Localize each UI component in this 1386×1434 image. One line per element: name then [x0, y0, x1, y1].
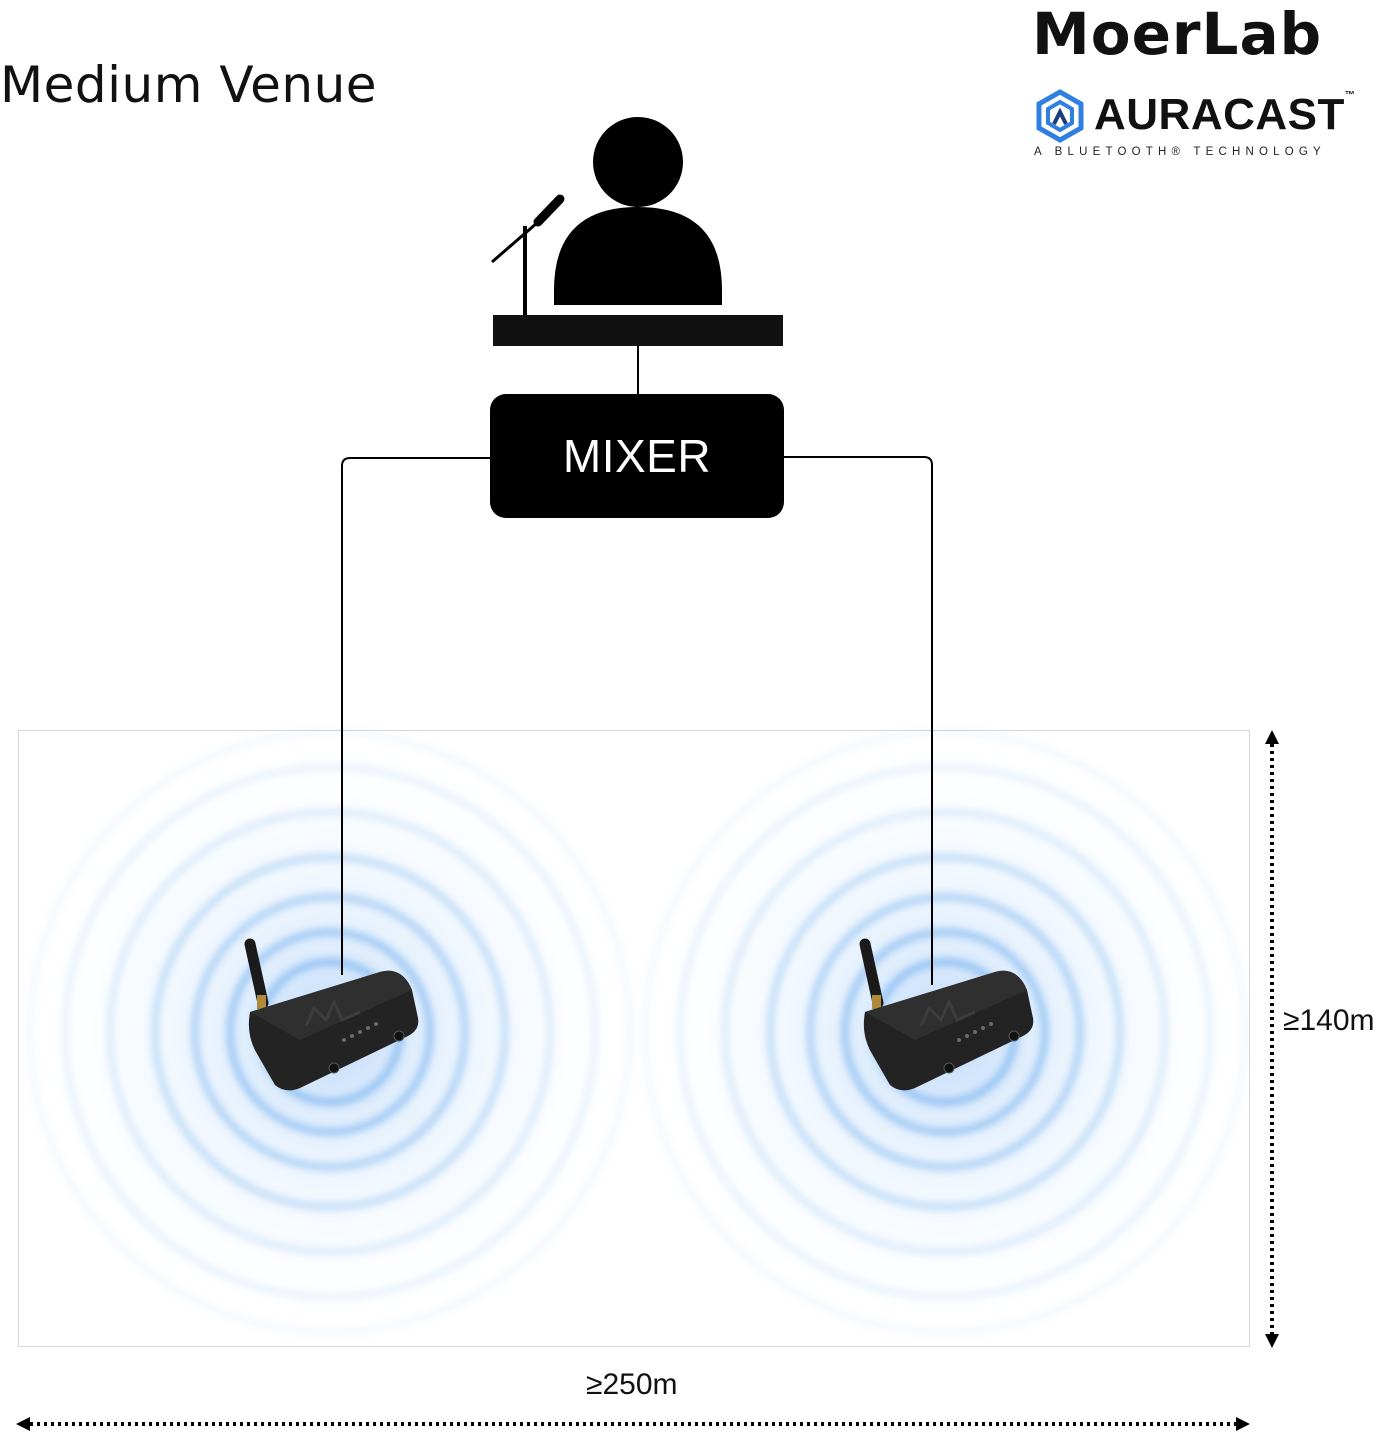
mixer-box: MIXER	[490, 394, 784, 518]
auracast-logo-text: AURACAST™	[1094, 90, 1356, 139]
width-dimension-arrow	[16, 1417, 1250, 1431]
microphone-icon	[491, 194, 565, 316]
cables	[341, 346, 933, 985]
transmitter-device-icon	[859, 938, 1034, 1091]
width-dimension-label: ≥250m	[586, 1368, 678, 1401]
podium-icon	[493, 315, 783, 346]
mixer-label: MIXER	[562, 430, 712, 482]
height-dimension-label: ≥140m	[1283, 1004, 1375, 1037]
auracast-tagline: A BLUETOOTH® TECHNOLOGY	[1034, 146, 1326, 158]
height-dimension-arrow	[1265, 730, 1279, 1348]
cable-mixer-to-right-device	[784, 456, 933, 985]
brand-logo: MoerLab	[1032, 0, 1323, 68]
transmitter-device-icon	[244, 938, 419, 1091]
auracast-logo-icon	[1036, 89, 1084, 143]
speaker-person-icon	[554, 117, 722, 305]
cable-mixer-to-left-device	[341, 457, 490, 975]
page-title: Medium Venue	[0, 56, 378, 114]
